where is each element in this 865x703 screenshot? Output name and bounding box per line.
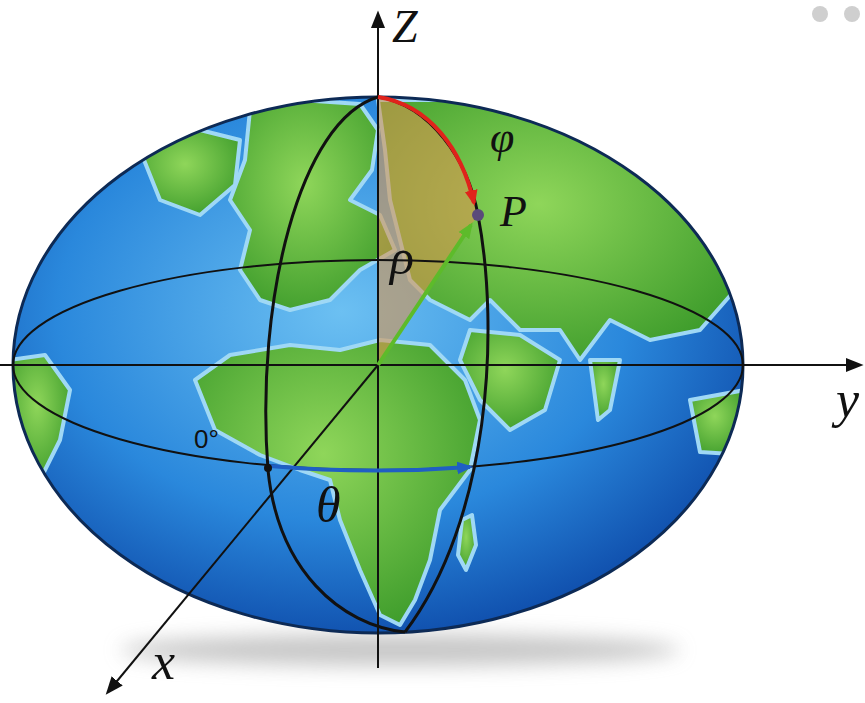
- axis-label: Z: [392, 4, 418, 50]
- origin-meridian-point: [264, 464, 272, 472]
- axis-label: x: [152, 636, 175, 688]
- theta-arrow: [270, 466, 470, 471]
- angle-sector: [378, 97, 478, 365]
- radius-label: ρ: [390, 232, 414, 282]
- z-axis: [377, 14, 379, 668]
- angle-label: θ: [316, 480, 341, 530]
- point-p: [472, 209, 484, 221]
- x-axis: [108, 365, 378, 692]
- degree-label: 0°: [194, 426, 219, 452]
- phi-arrow: [378, 97, 474, 203]
- axis-label: y: [836, 374, 859, 426]
- globe-shadow: [120, 634, 680, 666]
- rho-arrow: [378, 225, 471, 365]
- window-icons: [812, 6, 860, 22]
- angle-label: φ: [490, 116, 514, 160]
- y-axis: [0, 364, 860, 366]
- point-label: P: [500, 190, 527, 234]
